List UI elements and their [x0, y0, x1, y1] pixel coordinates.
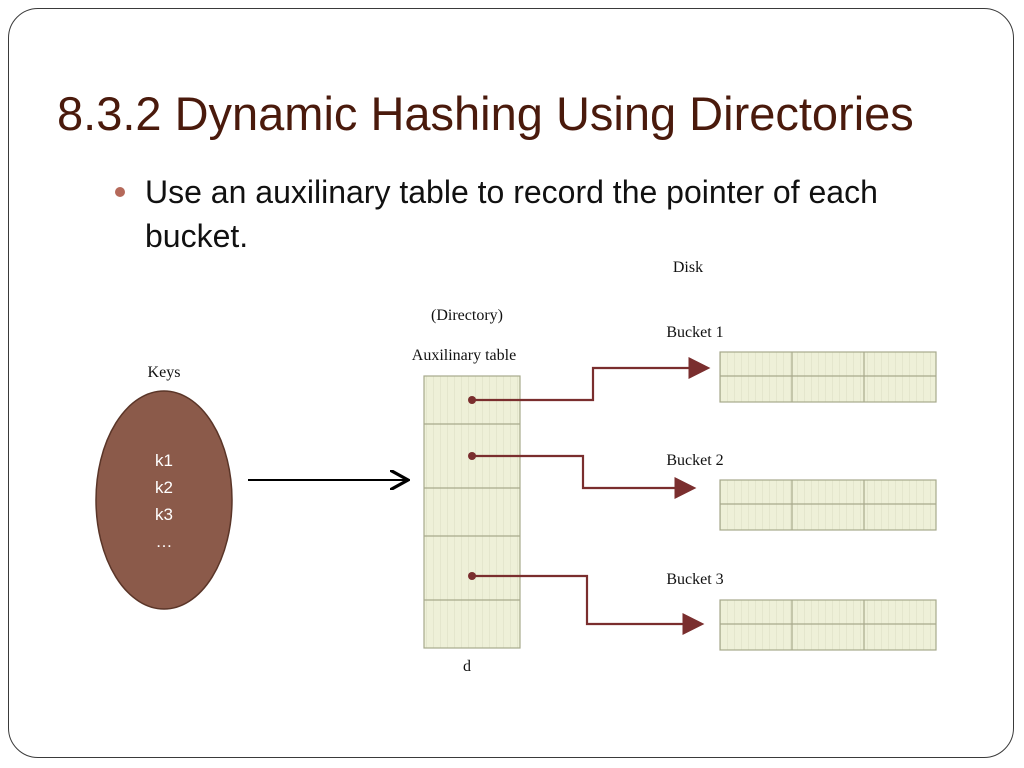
bucket-block	[719, 351, 937, 403]
auxiliary-table	[423, 375, 521, 649]
bucket-label: Bucket 2	[666, 452, 723, 469]
directory-label: (Directory)	[431, 307, 503, 324]
slide-title: 8.3.2 Dynamic Hashing Using Directories	[57, 87, 914, 140]
table-footer-label: d	[463, 658, 471, 675]
pointer-arrow	[468, 452, 697, 499]
key-item: k2	[155, 478, 173, 497]
bullet-dot-icon	[115, 187, 125, 197]
key-item: …	[156, 532, 173, 551]
keys-label: Keys	[148, 364, 181, 381]
bucket-block	[719, 479, 937, 531]
table-label: Auxilinary table	[412, 347, 516, 364]
bullet-text: Use an auxilinary table to record the po…	[145, 174, 878, 254]
table-cell	[423, 375, 521, 649]
bucket-label: Bucket 1	[666, 324, 723, 341]
keys-ellipse	[95, 390, 233, 610]
pointer-arrow	[468, 357, 711, 404]
key-item: k1	[155, 451, 173, 470]
disk-label: Disk	[673, 259, 703, 276]
bucket-label: Bucket 3	[666, 571, 723, 588]
key-item: k3	[155, 505, 173, 524]
pointer-arrow	[468, 572, 705, 635]
bucket-block	[719, 599, 937, 651]
